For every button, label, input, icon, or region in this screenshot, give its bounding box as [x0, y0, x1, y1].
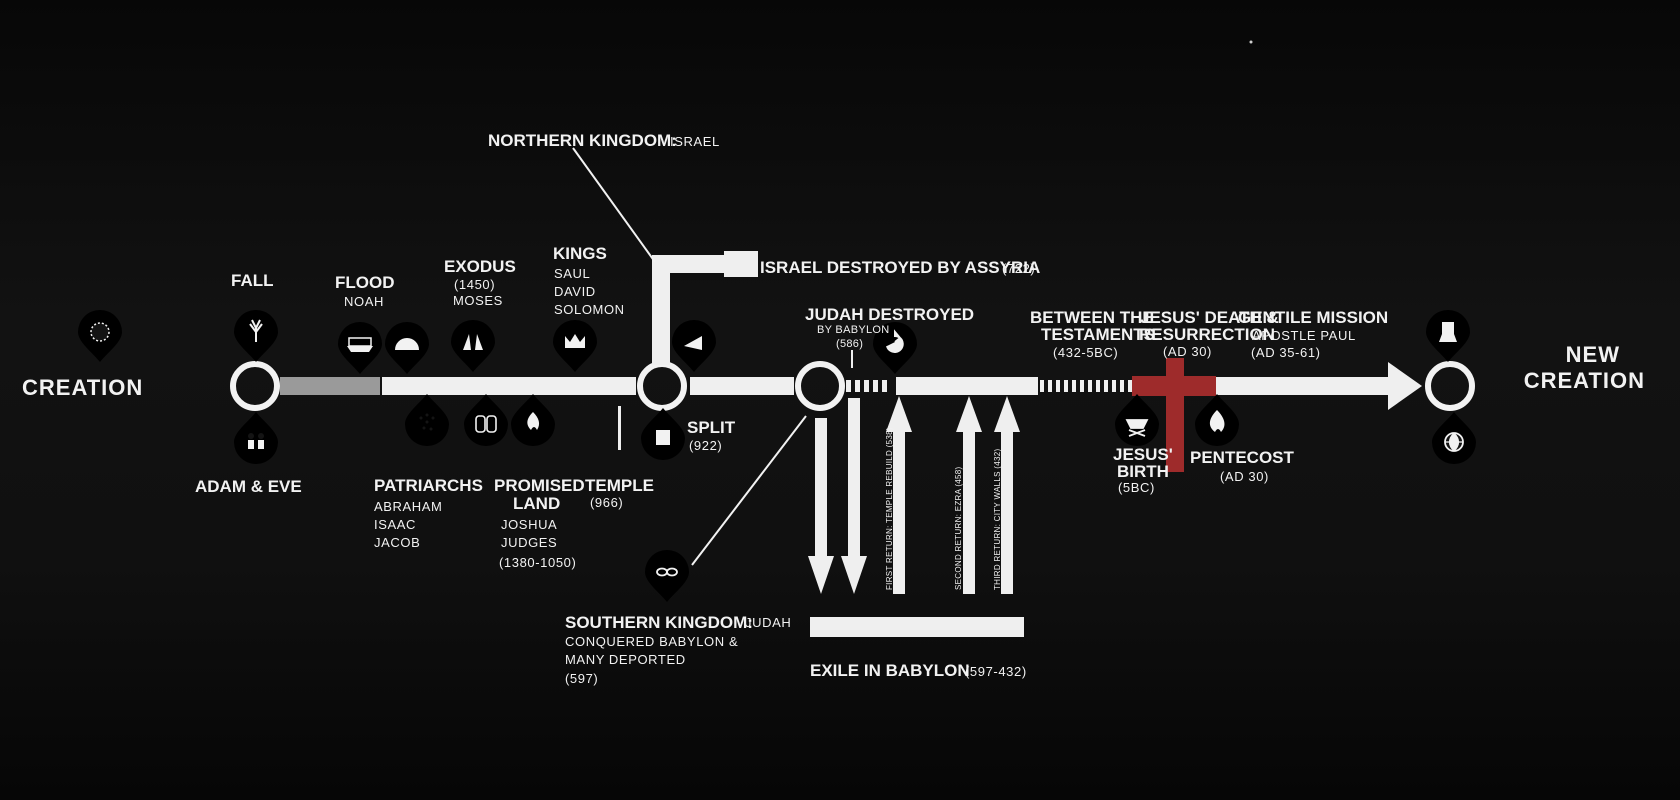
stars-icon — [405, 394, 449, 446]
label-temple-year: (966) — [590, 495, 623, 510]
tree-icon — [234, 310, 278, 362]
label-pentecost: PENTECOST — [1190, 448, 1295, 467]
label-creation: CREATION — [22, 375, 143, 400]
label-conquered-3: (597) — [565, 671, 598, 686]
crown-icon — [553, 320, 597, 372]
label-flood: FLOOD — [335, 273, 395, 292]
dashes-between-testaments — [1040, 380, 1132, 392]
label-death-year: (AD 30) — [1163, 344, 1212, 359]
bar-fall-flood — [280, 377, 380, 395]
label-birth-year: (5BC) — [1118, 480, 1155, 495]
label-joshua: JOSHUA — [501, 517, 557, 532]
label-third-return: THIRD RETURN: CITY WALLS (432) — [993, 448, 1002, 590]
flame-icon — [1195, 394, 1239, 446]
label-first-return: FIRST RETURN: TEMPLE REBUILD (538) — [885, 427, 894, 590]
label-david: DAVID — [554, 284, 596, 299]
label-southern-judah: JUDAH — [745, 615, 791, 630]
label-kings: KINGS — [553, 244, 607, 263]
label-new-creation-2: CREATION — [1524, 368, 1645, 393]
label-jacob: JACOB — [374, 535, 420, 550]
creation-galaxy-icon — [78, 310, 122, 362]
bar-flood-split — [382, 377, 636, 395]
ark-icon — [338, 322, 382, 374]
label-solomon: SOLOMON — [554, 302, 625, 317]
label-judah-destroyed: JUDAH DESTROYED — [805, 305, 974, 324]
label-northern-israel: ISRAEL — [670, 134, 720, 149]
label-adam-eve: ADAM & EVE — [195, 477, 302, 496]
manger-icon — [1115, 394, 1159, 446]
label-by-babylon-year: (586) — [836, 338, 863, 350]
label-paul-years: (AD 35-61) — [1251, 345, 1321, 360]
new-creation-node — [1425, 361, 1475, 411]
label-between-years: (432-5BC) — [1053, 345, 1118, 360]
label-exile-years: (597-432) — [965, 664, 1027, 679]
label-death-2: RESURRECTION — [1139, 325, 1275, 344]
split-node — [637, 361, 687, 411]
label-israel-destroyed: ISRAEL DESTROYED BY ASSYRIA — [760, 258, 1040, 277]
label-new-creation-1: NEW — [1566, 342, 1620, 367]
split-scroll-icon — [641, 408, 685, 460]
label-conquered-1: CONQUERED BABYLON & — [565, 634, 738, 649]
fall-node — [230, 361, 280, 411]
label-israel-destroyed-year: (722) — [1002, 261, 1035, 276]
label-second-return: SECOND RETURN: EZRA (458) — [954, 466, 963, 590]
shofar-icon — [672, 320, 716, 372]
cross-icon — [1132, 358, 1216, 472]
label-birth-1: JESUS' — [1113, 445, 1173, 464]
chains-icon — [645, 550, 689, 602]
arrow-head — [1388, 362, 1422, 410]
label-exodus: EXODUS — [444, 257, 516, 276]
label-birth-2: BIRTH — [1117, 462, 1169, 481]
label-moses: MOSES — [453, 293, 503, 308]
label-split-year: (922) — [689, 438, 722, 453]
timeline-bar — [280, 358, 1422, 472]
sea-parting-icon — [451, 320, 495, 372]
bar-split-judah — [690, 377, 794, 395]
label-temple: TEMPLE — [585, 476, 654, 495]
people-icon — [234, 412, 278, 464]
southern-pointer — [691, 415, 807, 566]
throne-icon — [1426, 310, 1470, 362]
label-saul: SAUL — [554, 266, 590, 281]
label-judges-years: (1380-1050) — [499, 555, 576, 570]
label-death-1: JESUS' DEATH & — [1140, 308, 1279, 327]
judah-destroyed-node — [795, 361, 845, 411]
label-fall: FALL — [231, 271, 274, 290]
label-promised-land-1: PROMISED — [494, 476, 585, 495]
label-conquered-2: MANY DEPORTED — [565, 652, 686, 667]
label-by-babylon: BY BABYLON — [817, 324, 890, 336]
return-icon — [873, 322, 917, 374]
label-noah: NOAH — [344, 294, 384, 309]
bar-gentile — [1215, 377, 1390, 395]
northern-branch — [572, 147, 758, 365]
label-exodus-year: (1450) — [454, 277, 495, 292]
chalk-speck — [1249, 40, 1253, 44]
label-exile: EXILE IN BABYLON — [810, 661, 970, 680]
world-icon — [1432, 412, 1476, 464]
label-between-2: TESTAMENTS — [1041, 325, 1155, 344]
burning-bush-icon — [511, 394, 555, 446]
label-judges: JUDGES — [501, 535, 557, 550]
tablets-icon — [464, 394, 508, 446]
label-split: SPLIT — [687, 418, 736, 437]
label-patriarchs: PATRIARCHS — [374, 476, 483, 495]
label-abraham: ABRAHAM — [374, 499, 443, 514]
label-pentecost-year: (AD 30) — [1220, 469, 1269, 484]
exile-arrows — [808, 396, 1024, 637]
label-paul: APOSTLE PAUL — [1252, 328, 1356, 343]
label-promised-land-2: LAND — [513, 494, 560, 513]
label-gentile: GENTILE MISSION — [1238, 308, 1388, 327]
label-between-1: BETWEEN THE — [1030, 308, 1154, 327]
label-northern-kingdom: NORTHERN KINGDOM: — [488, 131, 677, 150]
rainbow-icon — [385, 322, 429, 374]
temple-divider — [618, 406, 621, 450]
label-isaac: ISAAC — [374, 517, 416, 532]
label-southern-kingdom: SOUTHERN KINGDOM: — [565, 613, 753, 632]
bar-returns — [896, 377, 1038, 395]
dashes-exile — [846, 380, 887, 392]
